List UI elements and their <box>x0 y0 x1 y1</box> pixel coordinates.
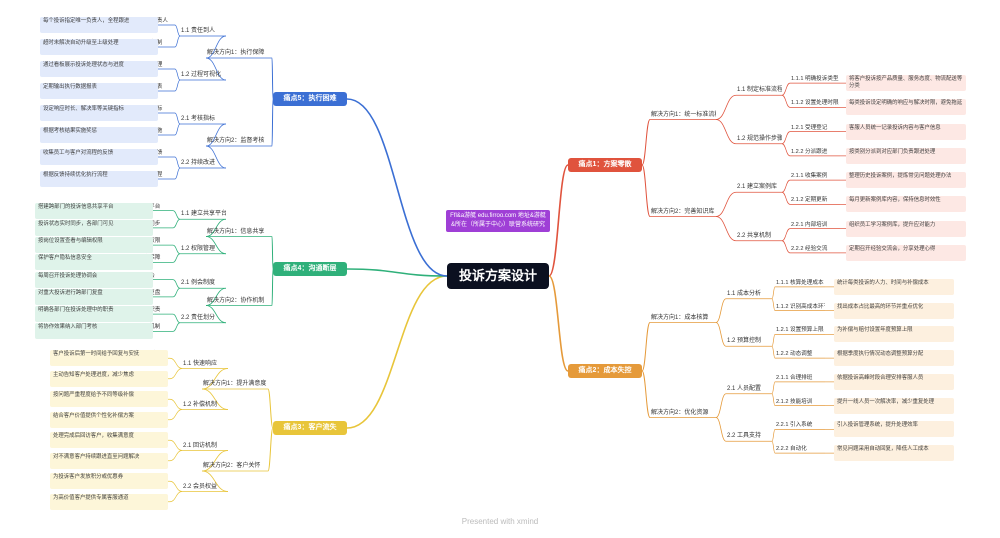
direction-b2-2[interactable]: 解决方向2：优化资源 <box>651 409 709 416</box>
detail-b1-1-1-1: 将客户投诉按产品质量、服务态度、物流配送等分类 <box>846 75 966 92</box>
measure-b1-2-1[interactable]: 2.1 建立案例库 <box>737 184 778 191</box>
measure-b3-1-2[interactable]: 1.2 补偿机制 <box>183 401 218 408</box>
detail-b2-1-2-2: 根据季度执行情况动态调整预算分配 <box>834 350 954 367</box>
direction-b5-2[interactable]: 解决方向2：监督考核 <box>207 138 265 144</box>
item-b1-1-1-1[interactable]: 1.1.1 明确投诉类型 <box>791 76 839 83</box>
detail-b1-2-2-1: 组织员工学习案例库，提升应对能力 <box>846 220 966 237</box>
measure-b1-1-1[interactable]: 1.1 制定标准流程 <box>737 87 782 94</box>
measure-b2-1-1[interactable]: 1.1 成本分析 <box>727 290 762 297</box>
item-b1-1-2-1[interactable]: 1.2.1 受理登记 <box>791 124 828 131</box>
item-b2-1-2-2[interactable]: 1.2.2 动态调整 <box>776 351 813 358</box>
detail-b4-2-2-1: 明确各部门在投诉处理中的职责 <box>35 306 153 323</box>
topic-b1[interactable]: 痛点1：方案零散 <box>568 158 642 172</box>
item-b1-2-1-2[interactable]: 2.1.2 定期更新 <box>791 197 828 204</box>
direction-b3-1[interactable]: 解决方向1：提升满意度 <box>203 381 267 387</box>
detail-b3-2-1-1: 处理完成后回访客户，收集满意度 <box>50 432 168 449</box>
detail-b5-1-1-1: 每个投诉指定唯一负责人，全程跟进 <box>40 17 158 33</box>
detail-b2-1-1-2: 找出成本占比最高的环节并重点优化 <box>834 302 954 319</box>
direction-b1-1[interactable]: 解决方向1：统一标准流程 <box>651 111 716 118</box>
detail-b4-1-2-2: 保护客户隐私信息安全 <box>35 254 153 271</box>
measure-b3-2-1[interactable]: 2.1 回访机制 <box>183 442 218 449</box>
measure-b3-1-1[interactable]: 1.1 快速响应 <box>183 360 218 367</box>
detail-b2-1-1-1: 统计每类投诉的人力、时间与补偿成本 <box>834 278 954 295</box>
item-b2-2-2-1[interactable]: 2.2.1 引入系统 <box>776 422 813 429</box>
detail-b2-1-2-1: 为补偿与赔付设置年度预算上限 <box>834 326 954 343</box>
direction-b3-2[interactable]: 解决方向2：客户关怀 <box>203 463 261 469</box>
topic-b5[interactable]: 痛点5：执行困难 <box>273 92 347 106</box>
measure-b3-2-2[interactable]: 2.2 会员权益 <box>183 483 218 490</box>
root-topic[interactable]: 投诉方案设计 <box>447 263 549 289</box>
detail-b4-2-2-2: 将协作效果纳入部门考核 <box>35 323 153 340</box>
detail-b2-2-1-1: 依据投诉高峰时段合理安排客服人员 <box>834 373 954 390</box>
measure-b1-1-2[interactable]: 1.2 规范操作步骤 <box>737 135 782 142</box>
detail-b1-1-2-1: 客服人员统一记录投诉内容与客户信息 <box>846 123 966 140</box>
measure-b5-1-2[interactable]: 1.2 过程可视化 <box>181 72 222 78</box>
detail-b1-1-2-2: 按类别分派到对应部门负责跟进处理 <box>846 147 966 164</box>
detail-b5-1-2-2: 定期输出执行数据报表 <box>40 83 158 99</box>
detail-b1-2-1-2: 每月更新案例库内容，保持信息时效性 <box>846 196 966 213</box>
item-b1-2-2-1[interactable]: 2.2.1 内部培训 <box>791 221 828 228</box>
detail-b2-2-1-2: 提升一线人员一次解决率，减少重复处理 <box>834 397 954 414</box>
item-b1-2-1-1[interactable]: 2.1.1 收集案例 <box>791 173 828 180</box>
measure-b2-2-2[interactable]: 2.2 工具支持 <box>727 433 762 440</box>
detail-b5-1-1-2: 超时未解决自动升级至上级处理 <box>40 39 158 55</box>
topic-b4[interactable]: 痛点4：沟通断层 <box>273 262 347 276</box>
detail-b1-2-1-1: 整理历史投诉案例，提炼常见问题处理办法 <box>846 172 966 189</box>
detail-b1-1-1-2: 每类投诉设定明确的响应与解决时限，避免拖延 <box>846 99 966 116</box>
detail-b2-2-2-1: 引入投诉管理系统，提升处理效率 <box>834 421 954 438</box>
direction-b4-2[interactable]: 解决方向2：协作机制 <box>207 297 265 304</box>
detail-b5-1-2-1: 通过看板展示投诉处理状态与进度 <box>40 61 158 77</box>
detail-b3-1-2-1: 按问题严重程度给予不同等级补偿 <box>50 391 168 408</box>
detail-b3-2-1-2: 对不满意客户持续跟进直至问题解决 <box>50 452 168 469</box>
detail-b3-1-2-2: 结合客户价值提供个性化补偿方案 <box>50 411 168 428</box>
detail-b5-2-2-1: 收集员工与客户对流程的反馈 <box>40 149 158 165</box>
detail-b5-2-1-1: 设定响应时长、解决率等关键指标 <box>40 105 158 121</box>
item-b2-1-1-1[interactable]: 1.1.1 核算处理成本 <box>776 279 824 286</box>
measure-b1-2-2[interactable]: 2.2 共享机制 <box>737 232 772 239</box>
subtitle-banner: Ffl&a游艇 edu.firroo.com 地址&游艇&所在（所属于中心）联营… <box>446 210 550 232</box>
detail-b3-2-2-1: 为投诉客户发放积分或优惠券 <box>50 473 168 490</box>
direction-b2-1[interactable]: 解决方向1：成本核算 <box>651 314 709 321</box>
item-b2-2-1-2[interactable]: 2.1.2 技能培训 <box>776 398 813 405</box>
measure-b4-1-2[interactable]: 1.2 权限管理 <box>181 245 216 252</box>
detail-b4-2-1-1: 每周召开投诉处理协调会 <box>35 271 153 288</box>
measure-b4-2-2[interactable]: 2.2 责任划分 <box>181 314 216 321</box>
measure-b5-2-2[interactable]: 2.2 持续改进 <box>181 160 216 166</box>
detail-b4-2-1-2: 对重大投诉进行跨部门复盘 <box>35 288 153 305</box>
detail-b4-1-2-1: 按岗位设置查看与编辑权限 <box>35 237 153 254</box>
measure-b2-1-2[interactable]: 1.2 预算控制 <box>727 338 762 345</box>
detail-b3-2-2-2: 为高价值客户提供专属客服通道 <box>50 493 168 510</box>
measure-b4-2-1[interactable]: 2.1 例会制度 <box>181 280 216 287</box>
detail-b4-1-1-1: 搭建跨部门的投诉信息共享平台 <box>35 202 153 219</box>
item-b1-2-2-2[interactable]: 2.2.2 经验交流 <box>791 245 828 252</box>
item-b1-1-1-2[interactable]: 1.1.2 设置处理时限 <box>791 100 839 107</box>
item-b2-2-1-1[interactable]: 2.1.1 合理排班 <box>776 374 813 381</box>
topic-b3[interactable]: 痛点3：客户流失 <box>273 421 347 435</box>
topic-b2[interactable]: 痛点2：成本失控 <box>568 364 642 378</box>
measure-b5-1-1[interactable]: 1.1 责任到人 <box>181 28 216 34</box>
measure-b2-2-1[interactable]: 2.1 人员配置 <box>727 385 762 392</box>
detail-b3-1-1-2: 主动告知客户处理进度，减少焦虑 <box>50 370 168 387</box>
item-b1-1-2-2[interactable]: 1.2.2 分派跟进 <box>791 148 828 155</box>
footer-watermark: Presented with xmind <box>461 517 539 526</box>
direction-b5-1[interactable]: 解决方向1：执行保障 <box>207 50 265 56</box>
measure-b5-2-1[interactable]: 2.1 考核指标 <box>181 116 216 122</box>
direction-b4-1[interactable]: 解决方向1：信息共享 <box>207 228 265 235</box>
item-b2-1-1-2[interactable]: 1.1.2 识别高成本环节 <box>776 303 825 310</box>
detail-b2-2-2-2: 常见问题采用自动回复，降低人工成本 <box>834 445 954 462</box>
item-b2-1-2-1[interactable]: 1.2.1 设置预算上限 <box>776 327 824 334</box>
detail-b4-1-1-2: 投诉状态实时同步，各部门可见 <box>35 219 153 236</box>
direction-b1-2[interactable]: 解决方向2：完善知识库 <box>651 208 715 215</box>
measure-b4-1-1[interactable]: 1.1 建立共享平台 <box>181 211 226 218</box>
item-b2-2-2-2[interactable]: 2.2.2 自动化 <box>776 446 807 453</box>
detail-b3-1-1-1: 客户投诉后第一时间给予回复与安抚 <box>50 350 168 367</box>
detail-b5-2-1-2: 根据考核结果实施奖惩 <box>40 127 158 143</box>
detail-b1-2-2-2: 定期召开经验交流会，分享处理心得 <box>846 244 966 261</box>
detail-b5-2-2-2: 根据反馈持续优化执行流程 <box>40 171 158 187</box>
